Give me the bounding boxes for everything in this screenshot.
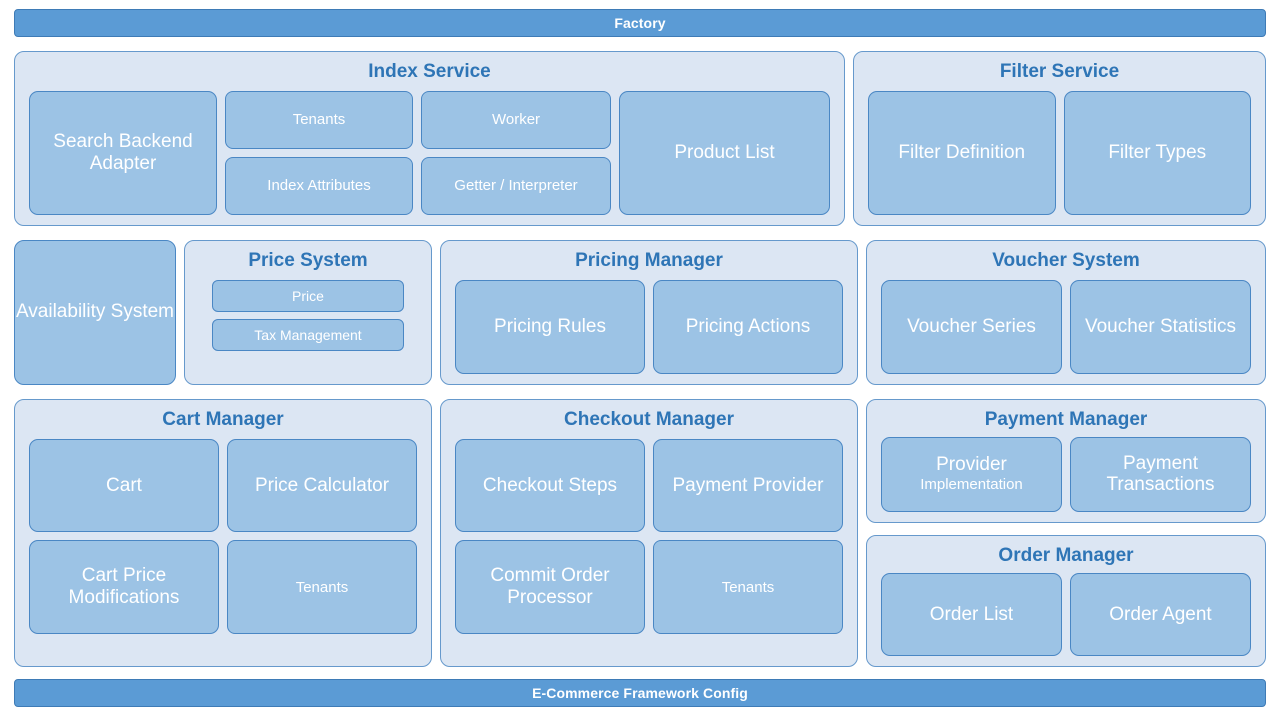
group-cart-manager: Cart Manager Cart Price Calculator Cart … — [14, 399, 432, 667]
box-payment-provider[interactable]: Payment Provider — [653, 438, 843, 533]
box-pricing-rules[interactable]: Pricing Rules — [455, 279, 645, 374]
box-filter-definition[interactable]: Filter Definition — [868, 90, 1056, 215]
cart-manager-body: Cart Price Calculator Cart Price Modific… — [29, 438, 417, 656]
box-cart-tenants[interactable]: Tenants — [227, 540, 417, 634]
group-checkout-manager: Checkout Manager Checkout Steps Payment … — [440, 399, 858, 667]
group-index-service: Index Service Search Backend Adapter Ten… — [14, 51, 845, 226]
group-voucher-system: Voucher System Voucher Series Voucher St… — [866, 240, 1266, 385]
cart-manager-title: Cart Manager — [162, 409, 284, 430]
box-filter-types[interactable]: Filter Types — [1063, 90, 1251, 215]
box-search-backend-adapter[interactable]: Search Backend Adapter — [29, 90, 217, 215]
box-order-agent[interactable]: Order Agent — [1070, 572, 1251, 656]
box-order-list[interactable]: Order List — [881, 572, 1062, 656]
filter-service-title: Filter Service — [999, 61, 1120, 82]
box-checkout-tenants[interactable]: Tenants — [653, 540, 843, 634]
group-price-system: Price System Price Tax Management — [184, 240, 432, 385]
pricing-manager-title: Pricing Manager — [575, 250, 723, 271]
index-service-column-adapter: Search Backend Adapter — [29, 90, 217, 215]
provider-label: Provider — [936, 454, 1007, 476]
index-service-column-tenants: Tenants Index Attributes — [225, 90, 413, 216]
index-service-title: Index Service — [368, 61, 491, 82]
ecommerce-framework-config-label: E-Commerce Framework Config — [532, 685, 748, 701]
group-filter-service: Filter Service Filter Definition Filter … — [853, 51, 1266, 226]
factory-bar: Factory — [14, 9, 1266, 37]
checkout-manager-body: Checkout Steps Payment Provider Commit O… — [455, 438, 843, 656]
group-order-manager: Order Manager Order List Order Agent — [866, 535, 1266, 667]
ecommerce-framework-config-bar: E-Commerce Framework Config — [14, 679, 1266, 707]
box-index-attributes[interactable]: Index Attributes — [225, 156, 413, 216]
box-cart[interactable]: Cart — [29, 438, 219, 533]
box-voucher-statistics[interactable]: Voucher Statistics — [1070, 279, 1251, 374]
diagram-row-3: Cart Manager Cart Price Calculator Cart … — [14, 399, 1266, 667]
filter-service-body: Filter Definition Filter Types — [868, 90, 1251, 215]
box-availability-system[interactable]: Availability System — [14, 240, 176, 385]
box-payment-transactions[interactable]: Payment Transactions — [1070, 436, 1251, 512]
order-manager-title: Order Manager — [998, 545, 1134, 566]
box-getter-interpreter[interactable]: Getter / Interpreter — [421, 156, 611, 216]
checkout-manager-title: Checkout Manager — [564, 409, 734, 430]
box-product-list[interactable]: Product List — [619, 90, 830, 215]
diagram-row-1: Index Service Search Backend Adapter Ten… — [14, 51, 1266, 226]
implementation-label: Implementation — [920, 476, 1023, 494]
voucher-system-title: Voucher System — [992, 250, 1140, 271]
box-voucher-series[interactable]: Voucher Series — [881, 279, 1062, 374]
group-pricing-manager: Pricing Manager Pricing Rules Pricing Ac… — [440, 240, 858, 385]
price-system-body: Price Tax Management — [199, 279, 417, 374]
group-payment-manager: Payment Manager Provider Implementation … — [866, 399, 1266, 523]
box-commit-order-processor[interactable]: Commit Order Processor — [455, 540, 645, 634]
box-pricing-actions[interactable]: Pricing Actions — [653, 279, 843, 374]
box-tax-management[interactable]: Tax Management — [212, 318, 404, 351]
box-cart-price-modifications[interactable]: Cart Price Modifications — [29, 540, 219, 634]
box-worker[interactable]: Worker — [421, 90, 611, 149]
diagram-row-2: Availability System Price System Price T… — [14, 240, 1266, 385]
box-price[interactable]: Price — [212, 279, 404, 312]
box-tenants[interactable]: Tenants — [225, 90, 413, 149]
order-manager-body: Order List Order Agent — [881, 572, 1251, 656]
voucher-system-body: Voucher Series Voucher Statistics — [881, 279, 1251, 374]
box-checkout-steps[interactable]: Checkout Steps — [455, 438, 645, 533]
box-price-calculator[interactable]: Price Calculator — [227, 438, 417, 533]
factory-bar-label: Factory — [614, 15, 666, 31]
payment-manager-body: Provider Implementation Payment Transact… — [881, 436, 1251, 512]
index-service-column-worker: Worker Getter / Interpreter — [421, 90, 611, 216]
payment-manager-title: Payment Manager — [984, 409, 1148, 430]
index-service-column-product-list: Product List — [619, 90, 830, 215]
index-service-body: Search Backend Adapter Tenants Index Att… — [29, 90, 830, 216]
price-system-title: Price System — [248, 250, 368, 271]
diagram-row-3-right-column: Payment Manager Provider Implementation … — [866, 399, 1266, 667]
box-provider-implementation[interactable]: Provider Implementation — [881, 436, 1062, 512]
pricing-manager-body: Pricing Rules Pricing Actions — [455, 279, 843, 374]
